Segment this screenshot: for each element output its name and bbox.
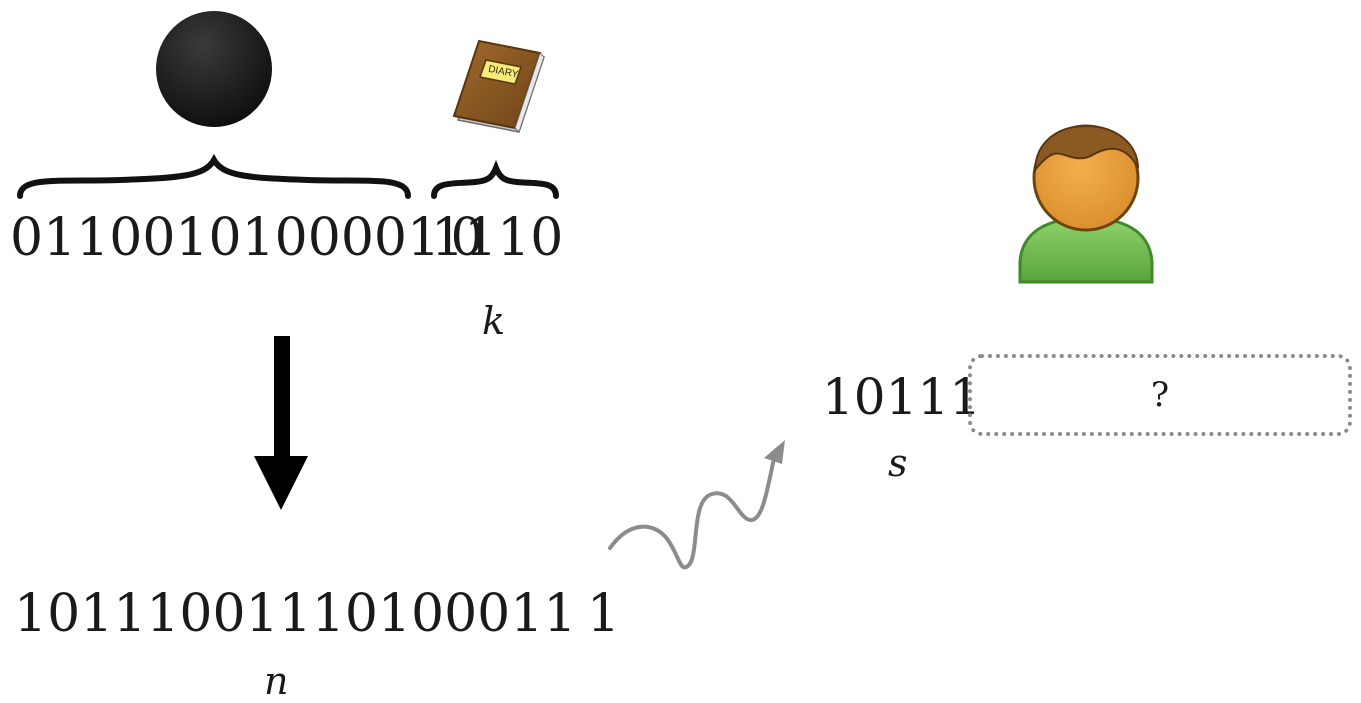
wavy-arrow (608, 440, 785, 570)
black-ball-icon (156, 11, 272, 127)
bottom-label: n (264, 659, 289, 703)
down-arrow (254, 336, 308, 510)
top-bits-main: 0110010100001 0 (10, 208, 484, 268)
received-label: s (888, 441, 908, 485)
unknown-bits-box: ? (968, 354, 1352, 436)
key-label: k (482, 299, 506, 343)
unknown-marker: ? (1150, 375, 1170, 415)
brace-main (17, 153, 411, 199)
received-bits: 10111 (822, 368, 982, 426)
bottom-bits: 10111001110100011 1 (14, 584, 620, 644)
brace-key (431, 159, 559, 199)
top-bits-key: 1110 (431, 208, 564, 268)
diary-book-icon: DIARY (452, 39, 545, 133)
person-icon (1018, 124, 1154, 284)
